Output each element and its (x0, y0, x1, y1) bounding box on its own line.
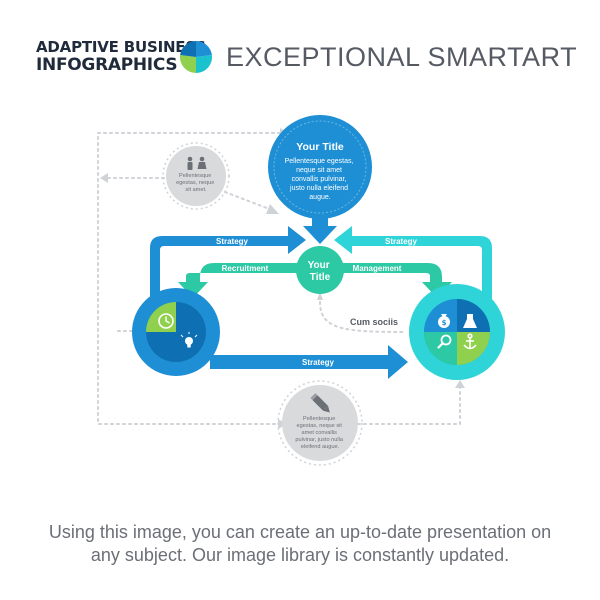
flask-icon (463, 314, 477, 328)
top-node-body-1: Pellentesque egestas, (285, 158, 354, 165)
top-node-body-5: augue. (309, 194, 330, 201)
gray-bottom-text-1: Pellentesque (303, 416, 335, 422)
footer-line-1: Using this image, you can create an up-t… (48, 522, 552, 542)
top-node-body-2: neque sit amet (296, 167, 342, 174)
label-recruitment: Recruitment (222, 264, 269, 273)
people-icon (187, 156, 207, 170)
left-node (132, 288, 220, 376)
label-strategy-bottom: Strategy (302, 358, 335, 367)
gray-top-text-2: egestas, neque (176, 180, 214, 186)
arrow-recruitment (178, 263, 300, 298)
gray-top-text-1: Pellentesque (179, 173, 211, 179)
footer-caption: Using this image, you can create an up-t… (20, 521, 580, 567)
arrow-strategy-left (150, 226, 306, 300)
top-node-title: Your Title (296, 141, 344, 153)
header: ADAPTIVE BUSINESS INFOGRAPHICS EXCEPTION… (0, 0, 600, 90)
svg-text:Your Title: Your Title (308, 260, 333, 283)
dotted-top-gray-to-node (224, 191, 273, 211)
svg-text:Pellentesque egestas, ne: Pellentesque egestas, neque sit amet. (176, 173, 216, 193)
brand-line-1: ADAPTIVE BUSINESS (36, 38, 206, 56)
dotted-bottom-right (351, 384, 461, 425)
page-title: EXCEPTIONAL SMARTART (226, 42, 578, 72)
label-strategy-right: Strategy (385, 237, 418, 246)
arrow-strategy-bottom (210, 345, 408, 379)
money-bag-icon: $ (438, 314, 450, 328)
arrow-management (340, 263, 452, 298)
gray-top-text-3: sit amet. (185, 187, 207, 193)
brand-line-2: INFOGRAPHICS (36, 55, 178, 75)
top-node-body-3: convallis pulvinar, (292, 176, 347, 183)
gray-bottom-text-4: pulvinar, justo nulla (295, 437, 343, 443)
arrow-strategy-right (334, 226, 492, 300)
cube-logo-icon (179, 40, 213, 74)
center-title-node: Your Title (296, 246, 344, 294)
label-strategy-left: Strategy (216, 237, 249, 246)
label-management: Management (353, 264, 402, 273)
svg-text:$: $ (442, 319, 447, 327)
center-node-title-1: Your (308, 260, 330, 271)
gray-bottom-text-2: egestas, neque sit (297, 423, 343, 429)
top-title-node: Your Title Pellentesque egestas, neque s… (268, 115, 372, 219)
side-label-cum-sociis: Cum sociis (350, 317, 398, 327)
dotted-outer-loop (97, 132, 281, 425)
right-node: $ (409, 284, 505, 380)
anchor-icon (463, 333, 477, 350)
clock-icon (158, 313, 174, 329)
gray-bottom-text-5: eleifend augue. (301, 444, 340, 450)
arrow-top-down (303, 217, 337, 244)
center-node-title-2: Title (310, 272, 331, 283)
gray-bubble-top: Pellentesque egestas, neque sit amet. (162, 142, 230, 210)
dotted-cum-sociis (319, 301, 407, 333)
svg-text:Pellentesque egestas, ne: Pellentesque egestas, neque sit amet con… (285, 158, 356, 201)
footer-line-2: any subject. Our image library is consta… (90, 545, 510, 565)
gray-bubble-bottom: Pellentesque egestas, neque sit amet con… (277, 380, 363, 466)
gray-bottom-text-3: amet convallis (301, 430, 337, 436)
pencil-icon (310, 393, 330, 413)
top-node-body-4: justo nulla eleifend (289, 185, 348, 192)
magnifier-icon (437, 334, 452, 349)
dotted-connectors (97, 132, 461, 425)
svg-text:Pellentesque egestas, ne: Pellentesque egestas, neque sit amet con… (295, 416, 344, 450)
lightbulb-icon (180, 332, 198, 348)
